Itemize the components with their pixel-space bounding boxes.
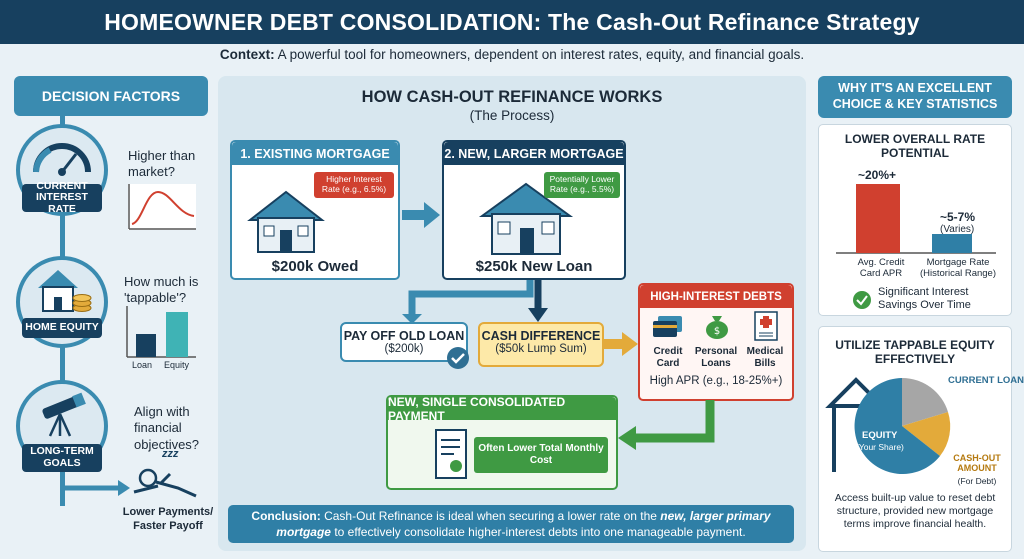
pay-off-old-loan-box: PAY OFF OLD LOAN ($200k) xyxy=(340,322,468,362)
loan-equity-bars xyxy=(126,306,196,358)
conclusion-label: Conclusion: xyxy=(251,509,321,523)
context-label: Context: xyxy=(219,47,275,62)
rate-comparison-chart xyxy=(836,184,996,254)
rate-card-title: LOWER OVERALL RATE POTENTIAL xyxy=(844,132,986,161)
credit-card-apr-value: ~20%+ xyxy=(858,168,897,182)
consolidated-header: NEW, SINGLE CONSOLIDATED PAYMENT xyxy=(388,395,616,423)
equity-pie-chart xyxy=(825,377,951,474)
pie-label-equity-sub: (Your Share) xyxy=(856,442,904,452)
process-subtitle: (The Process) xyxy=(469,108,555,123)
context-line: Context: A powerful tool for homeowners,… xyxy=(0,47,1024,67)
debt-medical-bills: Medical Bills xyxy=(746,346,784,369)
svg-text:$: $ xyxy=(714,326,720,337)
mortgage-rate-label: Mortgage Rate (Historical Range) xyxy=(919,257,997,279)
factor-question-rate: Higher than market? xyxy=(128,148,196,180)
house-icon xyxy=(247,190,325,253)
decision-factors-title: DECISION FACTORS xyxy=(14,76,208,116)
rate-curve-chart xyxy=(128,184,196,230)
high-apr-text: High APR (e.g., 18-25%+) xyxy=(649,375,783,387)
bar-label-equity: Equity xyxy=(164,360,190,370)
split-arrows xyxy=(402,280,548,324)
bar-label-loan: Loan xyxy=(132,360,153,370)
pie-label-cash-out: CASH-OUT AMOUNT xyxy=(953,453,1001,473)
why-excellent-title: WHY IT'S AN EXCELLENT CHOICE & KEY STATI… xyxy=(818,76,1012,118)
cash-difference-title: CASH DIFFERENCE xyxy=(481,329,601,343)
relaxing-person-icon xyxy=(133,468,197,498)
mortgage-rate-value: ~5-7% xyxy=(940,210,976,224)
high-interest-debts-card: HIGH-INTEREST DEBTS xyxy=(638,283,794,401)
process-title: HOW CASH-OUT REFINANCE WORKS xyxy=(361,88,663,106)
checkmark-icon xyxy=(447,347,469,369)
connector-arrow xyxy=(60,472,130,496)
existing-mortgage-card: 1. EXISTING MORTGAGE xyxy=(230,140,400,280)
medical-bill-icon xyxy=(754,311,778,341)
lower-rate-badge: Potentially Lower Rate (e.g., 5.5%) xyxy=(544,172,620,198)
existing-mortgage-header: 1. EXISTING MORTGAGE xyxy=(232,142,398,165)
factor-tag-goals: LONG-TERM GOALS xyxy=(22,444,102,472)
factor-tag-home-equity: HOME EQUITY xyxy=(22,318,102,338)
gauge-icon xyxy=(33,143,91,176)
conclusion-banner: Conclusion: Cash-Out Refinance is ideal … xyxy=(228,505,794,543)
cash-difference-box: CASH DIFFERENCE ($50k Lump Sum) xyxy=(478,322,604,367)
higher-rate-badge: Higher Interest Rate (e.g., 6.5%) xyxy=(314,172,394,198)
lower-monthly-cost-note: Often Lower Total Monthly Cost xyxy=(474,437,608,473)
equity-card-title: UTILIZE TAPPABLE EQUITY EFFECTIVELY xyxy=(835,338,995,367)
debt-credit-card: Credit Card xyxy=(653,346,683,369)
sleep-zzz-icon: zzz xyxy=(162,448,179,460)
context-text: A powerful tool for homeowners, dependen… xyxy=(277,47,805,62)
check-circle-icon xyxy=(853,291,871,309)
cash-to-debts-arrow xyxy=(604,332,638,356)
large-house-icon xyxy=(478,182,574,255)
conclusion-text-2: to effectively consolidate higher-intere… xyxy=(334,524,746,539)
house-coins-icon xyxy=(38,270,92,312)
bill-receipt-icon xyxy=(435,429,467,479)
mortgage-rate-note: (Varies) xyxy=(940,224,975,235)
new-mortgage-card: 2. NEW, LARGER MORTGAGE xyxy=(442,140,626,280)
goal-result-text: Lower Payments/ Faster Payoff xyxy=(122,506,214,532)
payoff-amount: ($200k) xyxy=(384,343,424,355)
factor-tag-interest-rate: CURRENT INTEREST RATE xyxy=(22,180,102,215)
factor-question-goals: Align with financial objectives? xyxy=(134,404,200,452)
credit-card-apr-label: Avg. Credit Card APR xyxy=(857,257,905,279)
high-interest-header: HIGH-INTEREST DEBTS xyxy=(640,285,792,308)
existing-amount: $200k Owed xyxy=(271,258,359,275)
equity-description: Access built-up value to reset debt stru… xyxy=(834,492,996,531)
factor-question-equity: How much is 'tappable'? xyxy=(124,274,199,306)
payoff-title: PAY OFF OLD LOAN xyxy=(343,329,465,343)
new-mortgage-header: 2. NEW, LARGER MORTGAGE xyxy=(444,142,624,165)
cash-difference-amount: ($50k Lump Sum) xyxy=(495,343,587,355)
telescope-icon xyxy=(42,392,86,437)
right-arrow xyxy=(402,202,440,228)
pie-label-cash-out-sub: (For Debt) xyxy=(957,476,997,486)
pie-label-equity: EQUITY xyxy=(862,430,898,441)
savings-text: Significant Interest Savings Over Time xyxy=(878,286,971,312)
rate-potential-card xyxy=(818,124,1012,316)
conclusion-text-1: Cash-Out Refinance is ideal when securin… xyxy=(324,509,657,523)
new-loan-amount: $250k New Loan xyxy=(475,258,593,275)
pie-label-current-loan: CURRENT LOAN xyxy=(948,375,1024,386)
money-bag-icon: $ xyxy=(706,316,728,339)
consolidate-arrow xyxy=(618,400,715,450)
page-title: HOMEOWNER DEBT CONSOLIDATION: The Cash-O… xyxy=(0,0,1024,44)
conclusion-emphasis: new, larger primary mortgage xyxy=(276,509,771,539)
debt-personal-loans: Personal Loans xyxy=(694,346,738,369)
credit-card-icon xyxy=(653,316,682,337)
